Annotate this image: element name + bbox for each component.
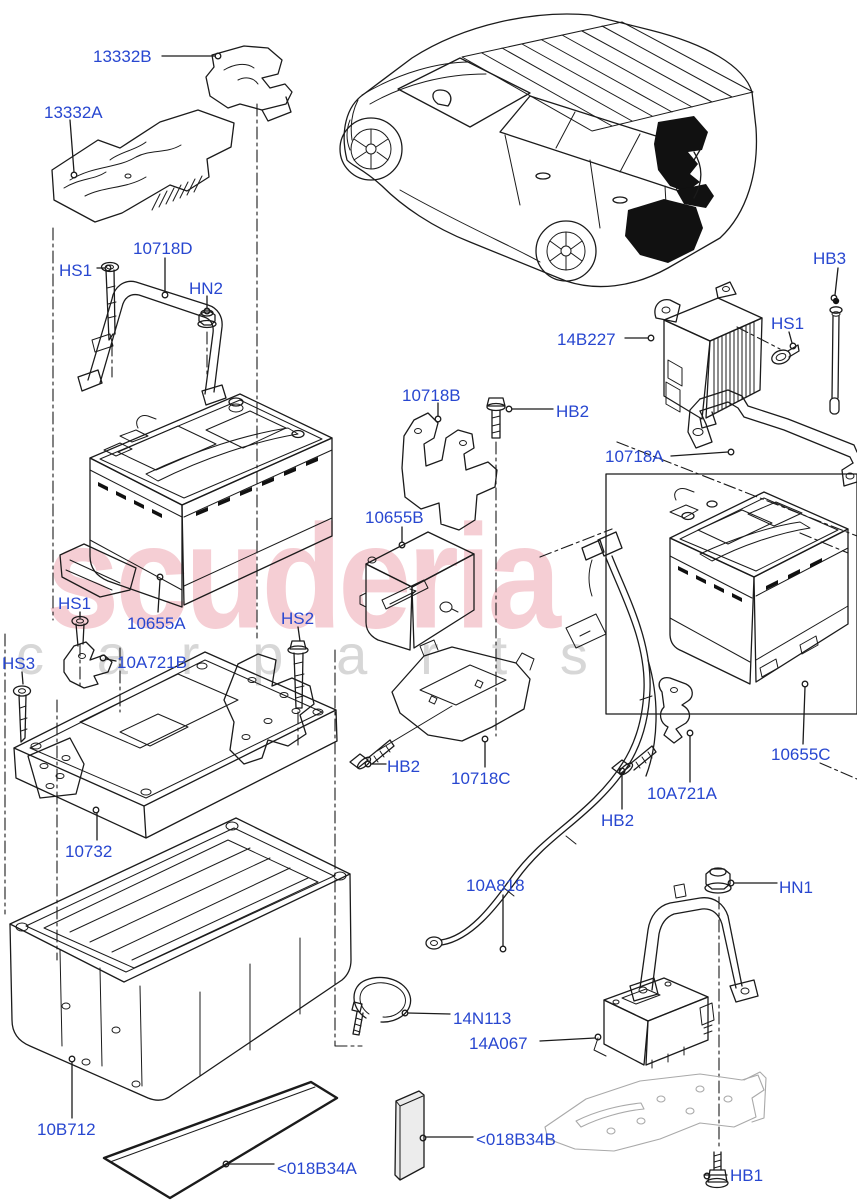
checker-watermark bbox=[605, 473, 857, 715]
bolt-hb2-left-icon bbox=[349, 739, 395, 770]
part-label-10718C: 10718C bbox=[451, 769, 511, 788]
part-label-HS1: HS1 bbox=[58, 594, 92, 613]
battery-monitor-module-drawing bbox=[593, 977, 715, 1069]
battery-tray-drawing bbox=[13, 651, 338, 839]
screw-hs3-icon bbox=[12, 685, 32, 743]
screw-hs1-mid-icon bbox=[71, 615, 89, 647]
part-label-HB1: HB1 bbox=[730, 1166, 764, 1185]
small-bracket-a-drawing bbox=[658, 677, 693, 744]
part-label-HN1: HN1 bbox=[779, 878, 814, 897]
part-label-10A721B: 10A721B bbox=[117, 653, 187, 672]
part-label-HN2: HN2 bbox=[189, 279, 224, 298]
part-label-10732: 10732 bbox=[65, 842, 113, 861]
part-label-10A818: 10A818 bbox=[466, 876, 525, 895]
nut-hn2-icon bbox=[197, 309, 217, 329]
part-label-10655A: 10655A bbox=[127, 614, 186, 633]
callout-dots bbox=[68, 52, 838, 1180]
battery-cable-drawing bbox=[425, 531, 657, 950]
watermark-letter: a bbox=[96, 623, 128, 686]
floor-mat-drawing bbox=[102, 1080, 339, 1200]
part-label-13332B: 13332B bbox=[93, 47, 152, 66]
lower-bracket-drawing bbox=[376, 639, 535, 752]
part-label-10B712: 10B712 bbox=[37, 1120, 96, 1139]
cover-panel-drawing bbox=[51, 109, 235, 223]
part-label-HS3: HS3 bbox=[2, 654, 36, 673]
control-module-drawing bbox=[654, 281, 763, 429]
watermark-letter: a bbox=[336, 623, 368, 686]
part-label-14B227: 14B227 bbox=[557, 330, 616, 349]
part-label-HS2: HS2 bbox=[281, 609, 315, 628]
part-label-14N113: 14N113 bbox=[453, 1009, 512, 1028]
part-label-018B34A: <018B34A bbox=[277, 1159, 357, 1178]
vehicle-illustration bbox=[339, 13, 758, 288]
battery-primary-drawing bbox=[59, 393, 333, 608]
watermark-title: scuderia bbox=[46, 494, 561, 659]
part-label-10718D: 10718D bbox=[133, 239, 193, 258]
part-label-HB3: HB3 bbox=[813, 249, 847, 268]
battery-box-drawing bbox=[9, 817, 352, 1101]
part-label-HB2: HB2 bbox=[387, 757, 421, 776]
cover-box-drawing bbox=[359, 531, 475, 651]
part-label-14A067: 14A067 bbox=[469, 1034, 528, 1053]
part-label-HB2: HB2 bbox=[601, 811, 635, 830]
watermark-letter: t bbox=[491, 623, 508, 686]
part-label-10718B: 10718B bbox=[402, 386, 461, 405]
small-bracket-b2-drawing bbox=[63, 641, 113, 689]
crossmember-bracket-drawing bbox=[687, 389, 857, 487]
watermark-letter: s bbox=[559, 623, 588, 686]
part-label-HB2: HB2 bbox=[556, 402, 590, 421]
part-label-018B34B: <018B34B bbox=[476, 1130, 556, 1149]
part-label-10655C: 10655C bbox=[771, 745, 831, 764]
part-label-13332A: 13332A bbox=[44, 103, 103, 122]
nut-hn1-icon bbox=[704, 867, 732, 894]
upper-bracket-drawing bbox=[401, 412, 498, 531]
leader-lines bbox=[21, 52, 839, 1180]
part-label-HS1: HS1 bbox=[771, 314, 805, 333]
foam-pad-drawing bbox=[394, 1090, 425, 1181]
battery-secondary-drawing bbox=[669, 488, 849, 685]
part-label-10A721A: 10A721A bbox=[647, 784, 717, 803]
part-label-HS1: HS1 bbox=[59, 261, 93, 280]
part-label-10655B: 10655B bbox=[365, 508, 424, 527]
bolt-hb2-top-icon bbox=[486, 397, 506, 439]
part-label-10718A: 10718A bbox=[605, 447, 664, 466]
small-bracket-b-drawing bbox=[205, 45, 293, 122]
ghost-bracket-drawing bbox=[544, 1071, 767, 1152]
rod-bolt-hb3-icon bbox=[829, 297, 843, 415]
screw-hs1-top-icon bbox=[100, 261, 120, 341]
watermark-letter: c bbox=[16, 623, 44, 686]
